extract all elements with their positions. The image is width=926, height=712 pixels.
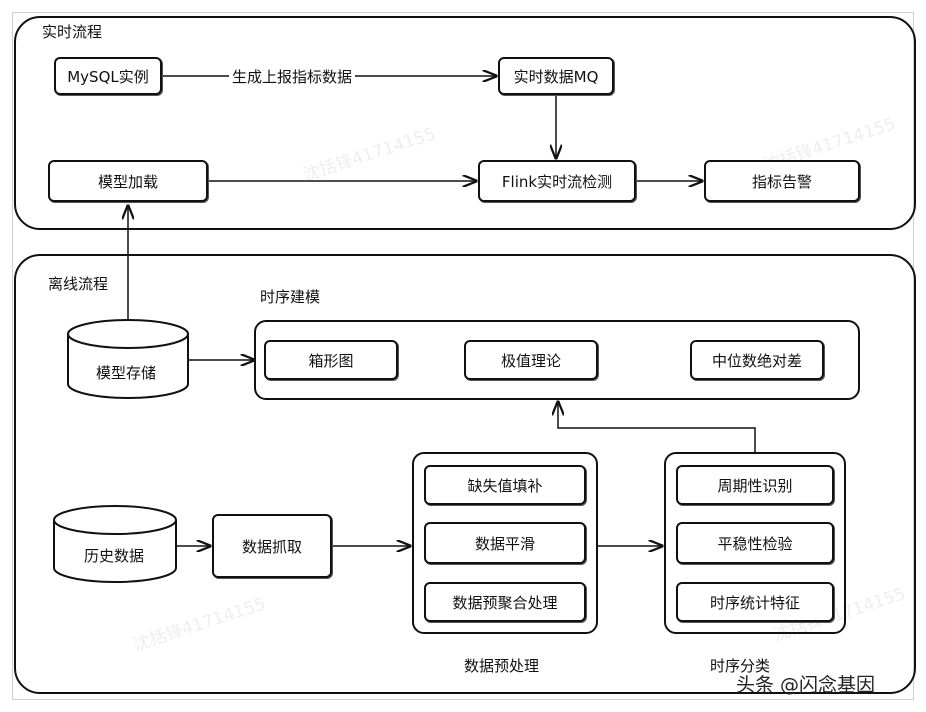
mysql-instance-node: MySQL实例	[54, 57, 162, 95]
realtime-section	[14, 16, 916, 230]
ts-stats-node: 时序统计特征	[676, 582, 834, 622]
history-data-label: 历史数据	[84, 547, 145, 565]
model-store-label: 模型存储	[96, 364, 157, 382]
classify-group	[664, 452, 846, 634]
stationarity-node: 平稳性检验	[676, 522, 834, 564]
metric-alert-node: 指标告警	[704, 160, 860, 202]
mad-node: 中位数绝对差	[690, 340, 824, 380]
periodicity-node: 周期性识别	[676, 465, 834, 505]
preprocess-group-title: 数据预处理	[464, 657, 540, 675]
classify-group-title: 时序分类	[710, 657, 771, 675]
modeling-group-title: 时序建模	[260, 288, 321, 306]
credit-watermark: 头条 @闪念基因	[736, 674, 876, 696]
offline-section	[14, 254, 916, 694]
boxplot-node: 箱形图	[264, 340, 398, 380]
modeling-group	[254, 320, 860, 400]
missing-fill-node: 缺失值填补	[424, 465, 586, 505]
flink-detect-node: Flink实时流检测	[478, 160, 636, 202]
edge-label-report-metrics: 生成上报指标数据	[229, 66, 356, 87]
data-fetch-node: 数据抓取	[212, 514, 332, 578]
offline-section-title: 离线流程	[48, 275, 109, 293]
realtime-section-title: 实时流程	[42, 23, 103, 41]
image-frame	[12, 12, 914, 700]
extreme-value-node: 极值理论	[464, 340, 598, 380]
pre-aggregation-node: 数据预聚合处理	[424, 582, 586, 622]
smoothing-node: 数据平滑	[424, 522, 586, 564]
model-load-node: 模型加载	[48, 160, 208, 202]
realtime-mq-node: 实时数据MQ	[498, 57, 614, 95]
preprocess-group	[412, 452, 598, 634]
